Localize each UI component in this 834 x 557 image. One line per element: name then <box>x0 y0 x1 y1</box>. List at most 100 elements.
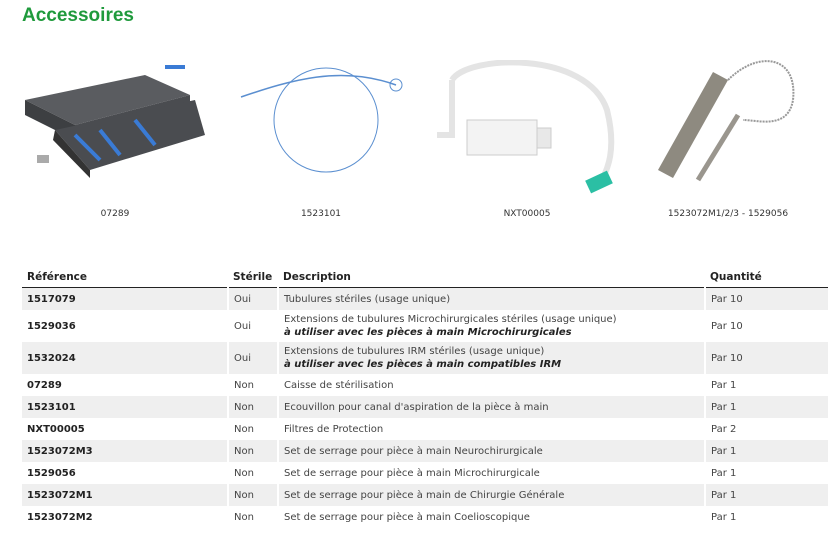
cell-reference: NXT00005 <box>22 418 228 440</box>
cell-description-text: Set de serrage pour pièce à main Neuroch… <box>284 445 543 457</box>
product-caption: 1523101 <box>300 209 342 219</box>
clamping-set-icon <box>628 60 828 200</box>
cell-reference: 1532024 <box>22 342 228 374</box>
cell-reference-text: 1532024 <box>27 352 76 364</box>
cell-reference-text: 1517079 <box>27 293 76 305</box>
cell-description: Extensions de tubulures Microchirurgical… <box>277 310 705 342</box>
cell-reference: 1523101 <box>22 396 228 418</box>
cell-quantity-text: Par 1 <box>711 489 737 501</box>
cell-quantity-text: Par 1 <box>711 467 737 479</box>
col-sterile: Stérile <box>228 268 278 288</box>
cell-quantity: Par 10 <box>704 342 828 374</box>
table-header: Référence Stérile Description Quantité <box>22 268 828 288</box>
cell-sterile-text: Non <box>234 401 254 413</box>
cell-sterile-text: Non <box>234 511 254 523</box>
cell-sterile-text: Non <box>234 445 254 457</box>
table-row: 1523072M1 Non Set de serrage pour pièce à … <box>22 484 828 506</box>
cell-reference: 07289 <box>22 374 228 396</box>
cell-sterile: Non <box>227 484 278 506</box>
table-row: 1532024 Oui Extensions de tubulures IRM st… <box>22 342 828 374</box>
cell-description-text: Extensions de tubulures IRM stériles (us… <box>284 346 545 357</box>
cell-sterile: Oui <box>227 287 278 310</box>
cell-reference-text: 1523072M3 <box>27 445 93 457</box>
table-row: NXT00005 Non Filtres de Protection Par 2 <box>22 418 828 440</box>
cell-description: Tubulures stériles (usage unique) <box>277 287 705 310</box>
cell-quantity-text: Par 10 <box>711 293 743 305</box>
table-row: 1523072M2 Non Set de serrage pour pièce à … <box>22 506 828 528</box>
cell-sterile-text: Non <box>234 423 254 435</box>
cell-description-text: Set de serrage pour pièce à main de Chir… <box>284 489 565 501</box>
cell-sterile: Non <box>227 374 278 396</box>
cell-quantity: Par 10 <box>704 310 828 342</box>
table-row: 1523101 Non Ecouvillon pour canal d'aspira… <box>22 396 828 418</box>
cell-quantity-text: Par 1 <box>711 511 737 523</box>
cleaning-brush-icon <box>221 60 421 180</box>
cell-description: Ecouvillon pour canal d'aspiration de la… <box>277 396 705 418</box>
cell-description: Extensions de tubulures IRM stériles (us… <box>277 342 705 374</box>
cell-reference-text: 1523072M1 <box>27 489 93 501</box>
cell-quantity: Par 2 <box>704 418 828 440</box>
cell-quantity-text: Par 2 <box>711 423 737 435</box>
cell-reference: 1523072M3 <box>22 440 228 462</box>
cell-sterile: Non <box>227 506 278 528</box>
cell-description: Filtres de Protection <box>277 418 705 440</box>
cell-description-text: Ecouvillon pour canal d'aspiration de la… <box>284 401 549 413</box>
cell-quantity: Par 1 <box>704 396 828 418</box>
cell-sterile: Non <box>227 396 278 418</box>
cell-sterile-text: Non <box>234 489 254 501</box>
cell-description: Set de serrage pour pièce à main de Chir… <box>277 484 705 506</box>
cell-quantity: Par 1 <box>704 462 828 484</box>
usage-note: à utiliser avec les pièces à main Microc… <box>284 327 572 338</box>
col-description: Description <box>278 268 705 288</box>
cell-sterile-text: Oui <box>234 320 251 332</box>
cell-description-text: Caisse de stérilisation <box>284 379 394 391</box>
cell-description: Set de serrage pour pièce à main Neuroch… <box>277 440 705 462</box>
cell-description: Caisse de stérilisation <box>277 374 705 396</box>
cell-reference: 1517079 <box>22 287 228 310</box>
cell-reference-text: NXT00005 <box>27 423 85 435</box>
cell-reference: 1529056 <box>22 462 228 484</box>
cell-sterile-text: Non <box>234 467 254 479</box>
cell-quantity-text: Par 10 <box>711 320 743 332</box>
protection-filter-icon <box>427 60 627 200</box>
cell-sterile: Non <box>227 440 278 462</box>
page-title: Accessoires <box>22 5 134 26</box>
cell-quantity: Par 1 <box>704 484 828 506</box>
cell-quantity: Par 1 <box>704 506 828 528</box>
cell-reference-text: 07289 <box>27 379 62 391</box>
product-caption: 07289 <box>100 209 130 219</box>
cell-description-text: Set de serrage pour pièce à main Microch… <box>284 467 540 479</box>
cell-sterile: Oui <box>227 342 278 374</box>
cell-description-text: Tubulures stériles (usage unique) <box>284 293 451 305</box>
cell-reference-text: 1523072M2 <box>27 511 93 523</box>
cell-quantity: Par 1 <box>704 440 828 462</box>
product-caption: NXT00005 <box>503 209 551 219</box>
product-caption: 1523072M1/2/3 - 1529056 <box>667 209 789 219</box>
cell-description-text: Set de serrage pour pièce à main Coelios… <box>284 511 530 523</box>
cell-sterile: Oui <box>227 310 278 342</box>
cell-reference: 1529036 <box>22 310 228 342</box>
cell-quantity: Par 1 <box>704 374 828 396</box>
cell-reference: 1523072M1 <box>22 484 228 506</box>
col-quantity: Quantité <box>705 268 828 288</box>
cell-sterile-text: Oui <box>234 293 251 305</box>
sterilization-case-icon <box>15 60 215 180</box>
cell-sterile-text: Non <box>234 379 254 391</box>
cell-reference-text: 1529056 <box>27 467 76 479</box>
cell-description: Set de serrage pour pièce à main Coelios… <box>277 506 705 528</box>
cell-sterile-text: Oui <box>234 352 251 364</box>
col-reference: Référence <box>22 268 228 288</box>
table-row: 1523072M3 Non Set de serrage pour pièce à … <box>22 440 828 462</box>
usage-note: à utiliser avec les pièces à main compat… <box>284 359 562 370</box>
cell-description-text: Filtres de Protection <box>284 423 384 435</box>
cell-sterile: Non <box>227 462 278 484</box>
cell-reference: 1523072M2 <box>22 506 228 528</box>
cell-quantity-text: Par 1 <box>711 379 737 391</box>
table-row: 1517079 Oui Tubulures stériles (usage uniq… <box>22 287 828 310</box>
cell-reference-text: 1523101 <box>27 401 76 413</box>
cell-description: Set de serrage pour pièce à main Microch… <box>277 462 705 484</box>
cell-description-text: Extensions de tubulures Microchirurgical… <box>284 314 617 325</box>
cell-quantity-text: Par 1 <box>711 401 737 413</box>
cell-reference-text: 1529036 <box>27 320 76 332</box>
table-row: 1529056 Non Set de serrage pour pièce à ma… <box>22 462 828 484</box>
